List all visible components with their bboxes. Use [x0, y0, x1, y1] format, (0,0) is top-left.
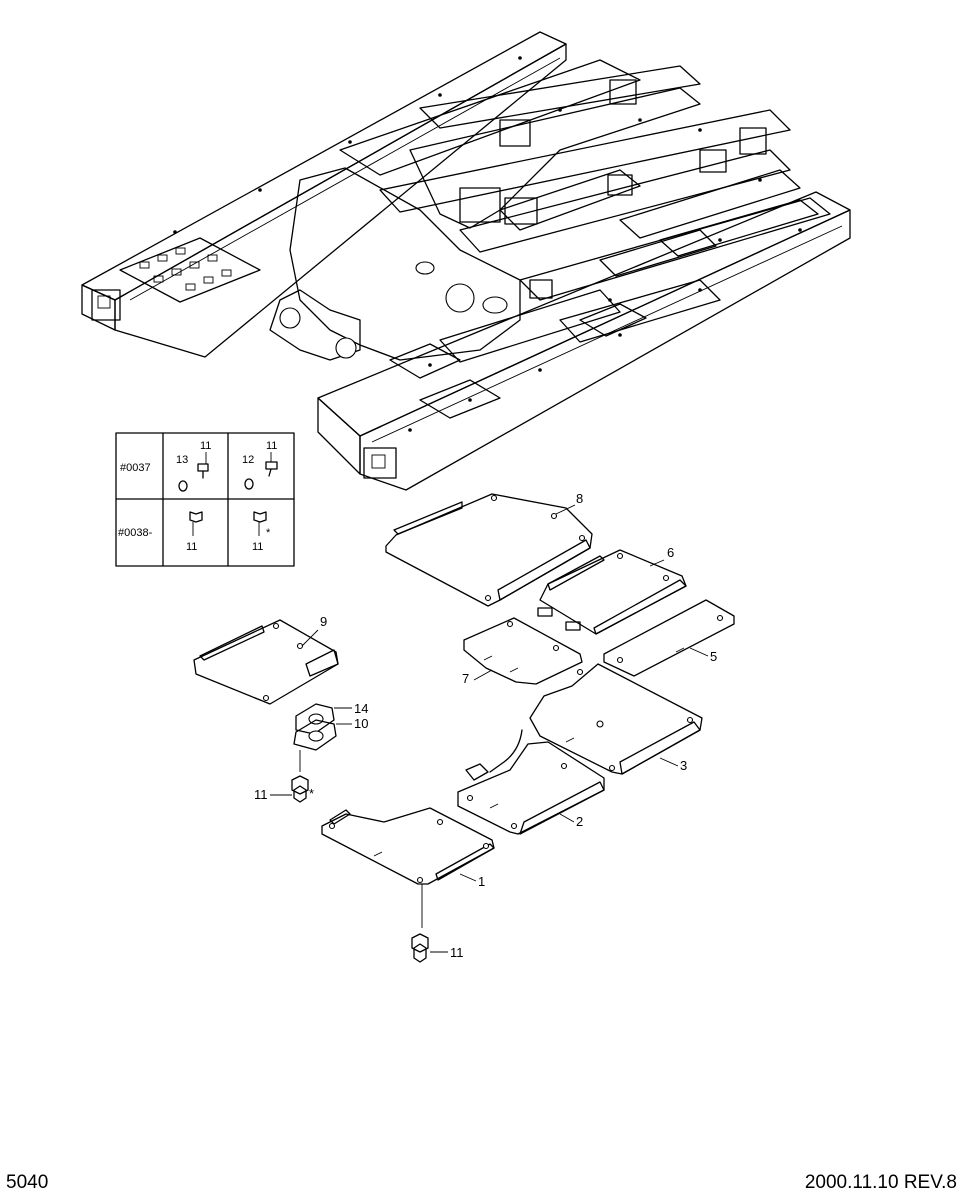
clip-icon [189, 511, 203, 523]
callout-14: 14 [354, 701, 368, 716]
gasket-10: 10 [293, 716, 368, 772]
callout-3: 3 [680, 758, 687, 773]
legend-table: #0037 #0038- 11 13 11 12 11 [115, 432, 295, 567]
callout-11-left-star: * [309, 786, 314, 801]
callout-5: 5 [710, 649, 717, 664]
cover-plate-1: 1 [321, 807, 495, 928]
legend-r2c2-star: * [266, 527, 271, 539]
cover-plate-9: 9 [193, 614, 339, 705]
callout-11-left: 11 [254, 787, 268, 802]
callout-1: 1 [478, 874, 485, 889]
washer-icon [178, 480, 188, 492]
callout-10: 10 [354, 716, 368, 731]
legend-r1c1-top: 11 [200, 440, 211, 452]
clip-11-left: 11 * [254, 775, 314, 803]
upper-frame-assembly [81, 31, 851, 491]
callout-11-bottom: 11 [450, 945, 464, 960]
washer-icon [244, 478, 254, 490]
cover-plate-2: 2 [457, 741, 605, 835]
cover-plate-8: 8 [385, 491, 593, 607]
callout-2: 2 [576, 814, 583, 829]
bolt-icon [265, 461, 278, 477]
cover-plate-7: 7 [462, 617, 583, 686]
legend-r1c2-left: 12 [242, 454, 254, 466]
bolt-icon [197, 463, 209, 479]
cover-plate-5: 5 [603, 599, 735, 677]
legend-row1-code: #0037 [120, 462, 151, 474]
callout-8: 8 [576, 491, 583, 506]
page-code: 5040 [6, 1172, 49, 1193]
clip-11-bottom: 11 [411, 933, 464, 963]
callout-7: 7 [462, 671, 469, 686]
callout-6: 6 [667, 545, 674, 560]
callout-9: 9 [320, 614, 327, 629]
cover-plate-6: 6 [537, 545, 687, 635]
revision-label: 2000.11.10 REV.8 [804, 1172, 957, 1193]
legend-r2c1-bottom: 11 [186, 541, 197, 553]
clip-icon [253, 511, 267, 523]
legend-r1c1-left: 13 [176, 454, 188, 466]
legend-row2-code: #0038- [118, 527, 153, 539]
legend-r1c2-top: 11 [266, 440, 277, 452]
legend-r2c2-bottom: 11 [252, 541, 263, 553]
cover-plate-3: 3 [489, 663, 703, 775]
